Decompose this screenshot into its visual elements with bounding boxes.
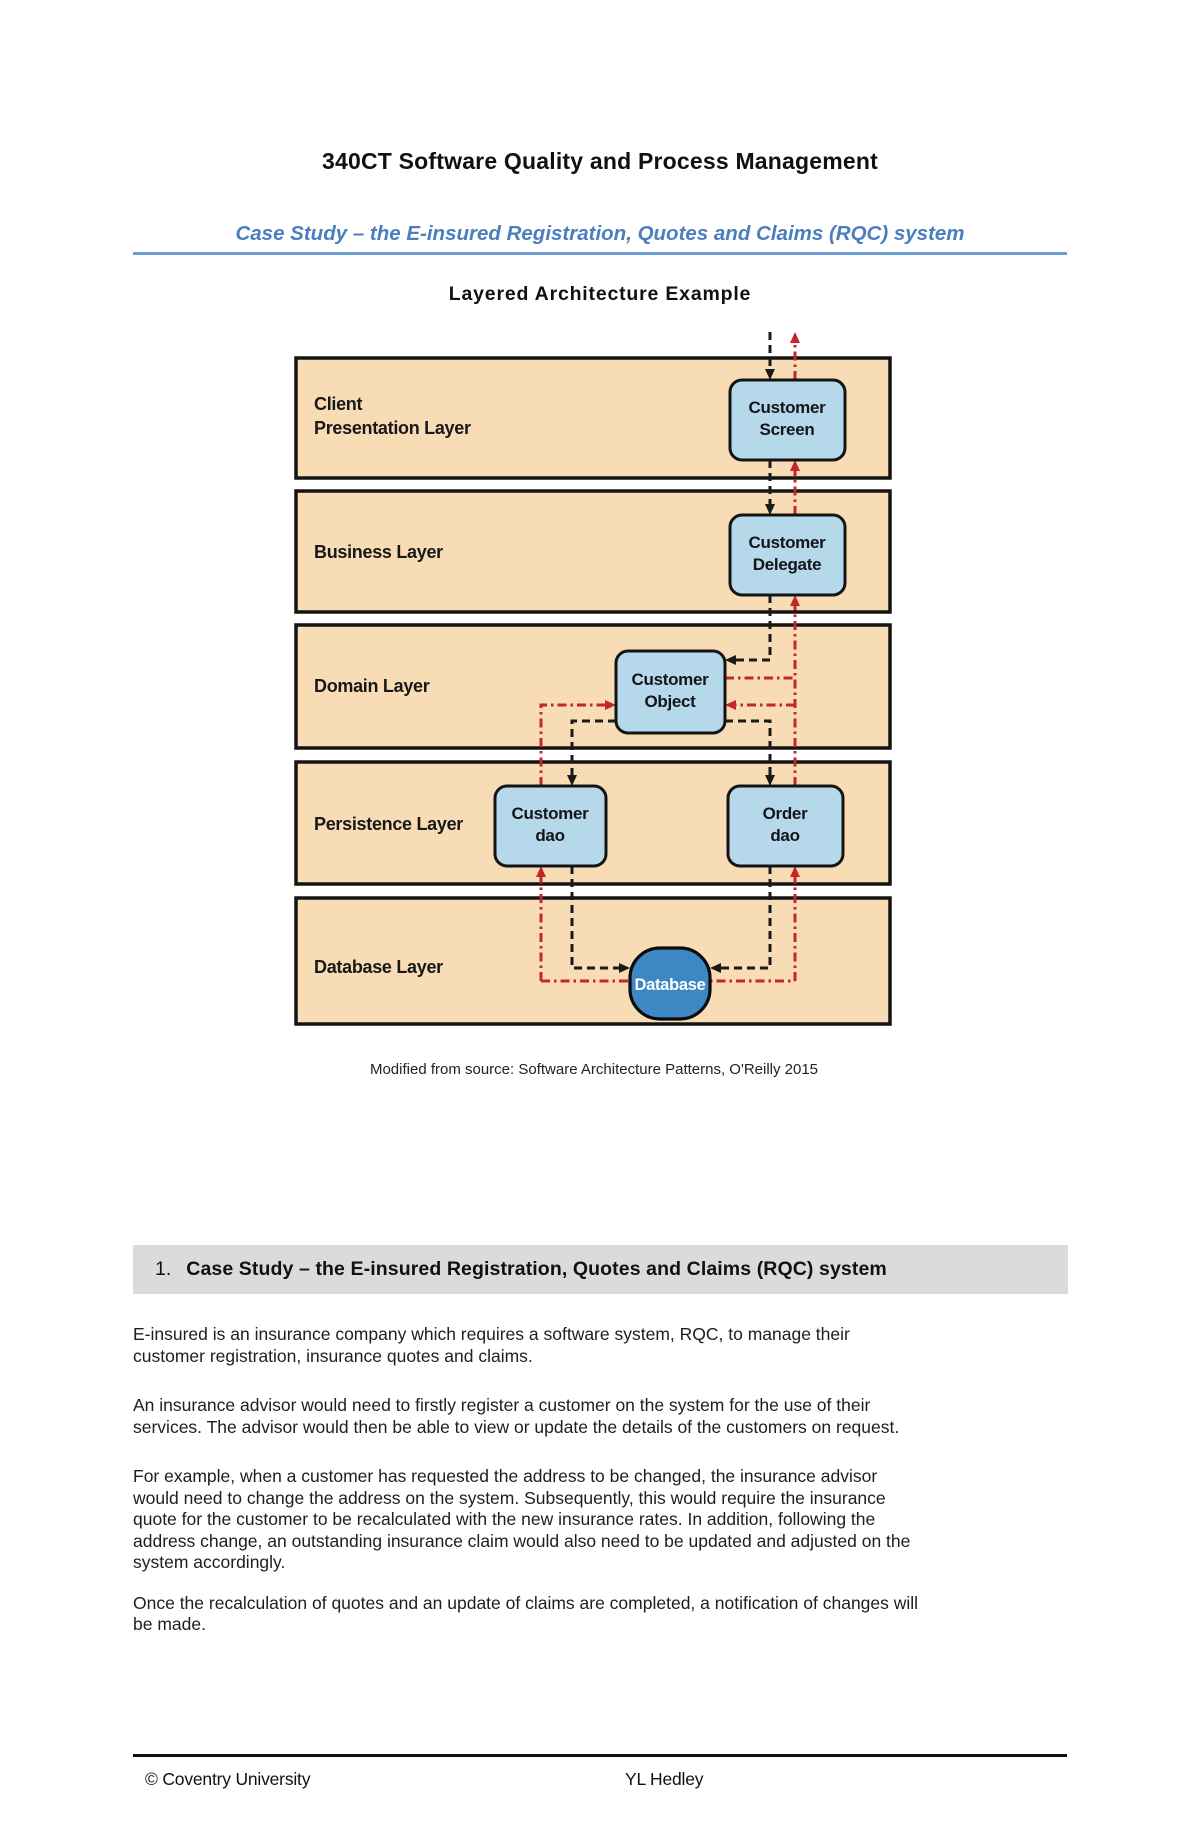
- node-label: dao: [770, 826, 799, 845]
- node-label: dao: [535, 826, 564, 845]
- footer-author: YL Hedley: [625, 1769, 704, 1789]
- figure-caption: Modified from source: Software Architect…: [369, 1061, 819, 1078]
- node-label: Screen: [760, 420, 815, 439]
- node-customer-screen: Customer Screen: [728, 378, 847, 462]
- layer-label: Persistence Layer: [314, 814, 463, 834]
- node-customer-object: Customer Object: [614, 649, 727, 735]
- page-subtitle: Case Study – the E-insured Registration,…: [133, 222, 1067, 255]
- layer-domain: Domain Layer: [294, 623, 892, 750]
- figure-heading: Layered Architecture Example: [448, 283, 752, 305]
- layered-architecture-diagram: Client Presentation Layer Business Layer…: [294, 332, 892, 1026]
- section-heading: Case Study – the E-insured Registration,…: [186, 1258, 887, 1280]
- node-label: Delegate: [753, 555, 821, 574]
- request-flow-arrows: [567, 332, 775, 973]
- body-paragraph: An insurance advisor would need to first…: [133, 1395, 900, 1437]
- node-order-dao: Order dao: [726, 784, 845, 868]
- page-footer: © Coventry University YL Hedley: [133, 1754, 1067, 1789]
- body-paragraph: For example, when a customer has request…: [133, 1466, 911, 1572]
- node-label: Customer: [632, 670, 710, 689]
- layer-label: Client: [314, 394, 363, 414]
- section-number: 1.: [155, 1258, 172, 1280]
- body-paragraph: E-insured is an insurance company which …: [133, 1324, 850, 1366]
- footer-copyright: © Coventry University: [145, 1769, 311, 1789]
- page-title: 340CT Software Quality and Process Manag…: [321, 148, 879, 174]
- layer-label: Presentation Layer: [314, 418, 471, 438]
- document-header: 340CT Software Quality and Process Manag…: [133, 148, 1067, 255]
- node-database: Database: [628, 946, 712, 1021]
- node-customer-dao: Customer dao: [493, 784, 608, 868]
- node-label: Customer: [749, 398, 827, 417]
- layer-label: Database Layer: [314, 957, 443, 977]
- node-label: Order: [763, 804, 808, 823]
- body-text: E-insured is an insurance company which …: [133, 1324, 1143, 1636]
- node-customer-delegate: Customer Delegate: [728, 513, 847, 597]
- layered-architecture-figure: Client Presentation Layer Business Layer…: [288, 328, 900, 1035]
- section-heading-bar: 1. Case Study – the E-insured Registrati…: [133, 1245, 1068, 1294]
- node-label: Customer: [749, 533, 827, 552]
- node-label: Customer: [512, 804, 590, 823]
- layer-label: Domain Layer: [314, 676, 430, 696]
- body-paragraph: Once the recalculation of quotes and an …: [133, 1592, 919, 1635]
- response-flow-arrows: [536, 332, 800, 981]
- node-label: Object: [644, 692, 696, 711]
- layer-label: Business Layer: [314, 542, 443, 562]
- layer-database: Database Layer: [294, 896, 892, 1026]
- node-label: Database: [635, 976, 706, 994]
